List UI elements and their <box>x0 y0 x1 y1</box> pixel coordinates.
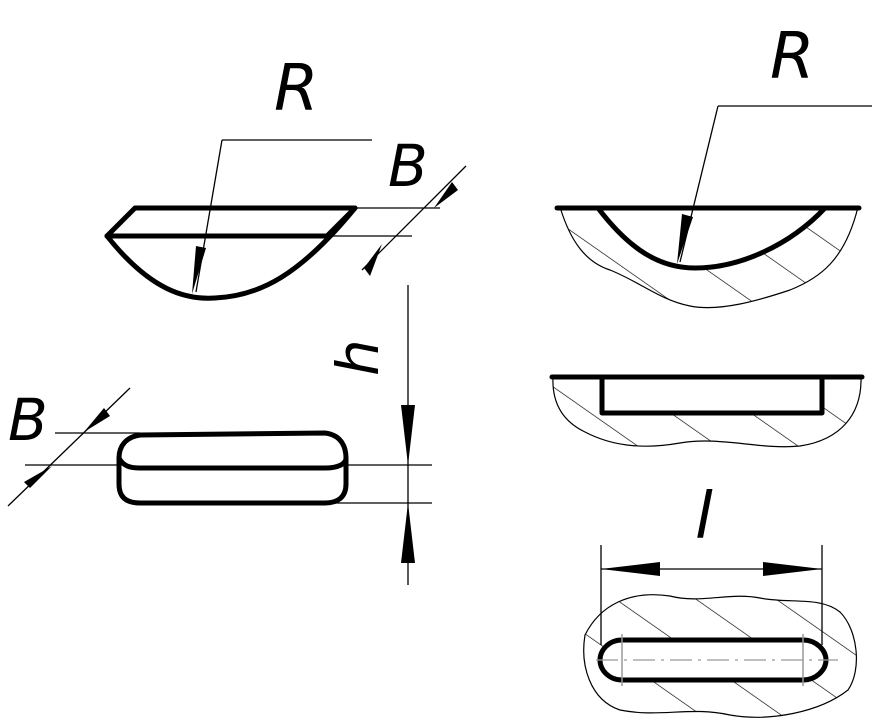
keyway-plan-view <box>583 545 858 718</box>
parallel-key-view <box>7 285 432 585</box>
radius-arrowhead <box>192 246 206 294</box>
segment-keyway-section <box>554 105 872 309</box>
parallel-key-edge <box>116 455 349 471</box>
length-arrowhead-left <box>601 562 660 576</box>
radius-label-right: R <box>770 20 814 94</box>
segment-key-arc <box>104 205 358 301</box>
keyway-arc-fill-mask <box>598 208 825 268</box>
segment-key-outline <box>104 205 358 239</box>
shaft-wave-bottom <box>583 594 858 718</box>
height-label: h <box>324 339 392 376</box>
keyway-slot-mask <box>602 377 822 413</box>
height-arrowhead-upper <box>401 405 415 465</box>
radius-label-left: R <box>274 52 318 126</box>
parallel-keyway-section <box>549 374 865 448</box>
length-label: l <box>695 480 713 554</box>
width-arrowhead-top <box>84 408 110 432</box>
width-label-top: B <box>388 132 428 200</box>
width-arrowhead-upper <box>434 182 458 208</box>
radius-arrowhead-right <box>677 214 693 264</box>
width-arrowhead-lower <box>364 244 382 276</box>
width-dimension-line <box>361 165 467 271</box>
radius-leader-diagonal <box>195 139 223 293</box>
keyway-arc <box>595 205 828 271</box>
shaft-wave-mid <box>552 376 862 448</box>
height-arrowhead-lower <box>401 503 415 563</box>
width-label-bottom: B <box>8 386 48 454</box>
keyway-slot <box>599 374 825 416</box>
shaft-wave-top <box>559 206 859 309</box>
segment-key-front-view <box>104 139 467 301</box>
width-dimension-line-bottom <box>7 387 131 507</box>
width-arrowhead-bottom <box>24 466 52 488</box>
length-arrowhead-right <box>763 562 822 576</box>
